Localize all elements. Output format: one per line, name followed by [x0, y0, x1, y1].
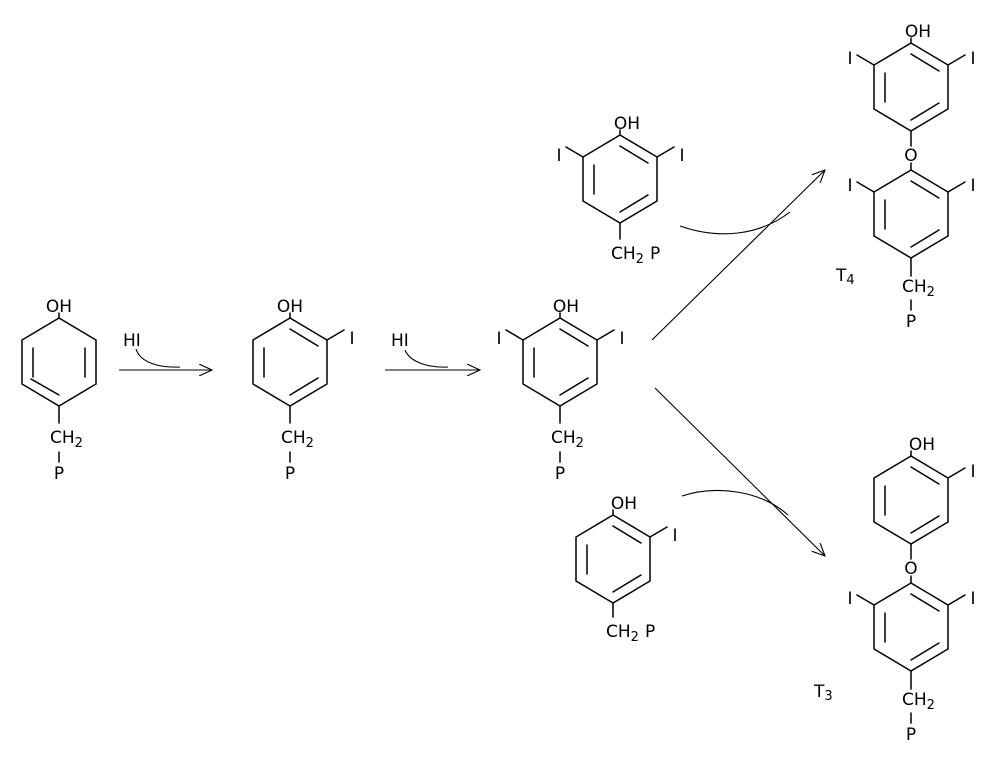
iodine-label: I [847, 589, 852, 609]
hydroxyl-label: OH [553, 297, 579, 317]
molecule-diiodotyrosine: OH I I CH2 P [496, 297, 624, 484]
ether-oxygen-label: O [904, 146, 917, 166]
methylene-label: CH2 [281, 428, 314, 451]
molecule-thyroxine-t4: OH I I O I I CH2 P T4 [835, 22, 976, 332]
iodine-label: I [970, 49, 975, 69]
methylene-label: CH2 [50, 428, 83, 451]
iodine-label: I [970, 462, 975, 482]
hydroxyl-label: OH [614, 114, 640, 134]
hydroxyl-label: OH [905, 22, 931, 42]
methylene-label: CH2 [551, 428, 584, 451]
protein-label: P [54, 464, 64, 484]
protein-label: P [555, 464, 565, 484]
methylene-label: CH2 [902, 277, 935, 300]
reagent-label: HI [391, 331, 409, 351]
hydroxyl-label: OH [611, 494, 637, 514]
hydroxyl-label: OH [277, 297, 303, 317]
hydroxyl-label: OH [46, 297, 72, 317]
hydroxyl-label: OH [909, 435, 935, 455]
protein-label: P [285, 464, 295, 484]
reagent-label: HI [123, 331, 141, 351]
product-label-t4: T4 [835, 266, 855, 288]
arrow-coupling-t3 [654, 387, 825, 556]
protein-label: P [906, 725, 916, 745]
iodine-label: I [556, 146, 561, 166]
iodine-label: I [970, 176, 975, 196]
iodine-label: I [496, 329, 501, 349]
molecule-tyrosine: OH CH2 P [21, 297, 97, 484]
product-label-t3: T3 [813, 682, 833, 704]
methylene-label: CH2 [902, 690, 935, 713]
iodine-label: I [970, 589, 975, 609]
iodine-label: I [619, 329, 624, 349]
arrow-iodination-2: HI [385, 331, 480, 370]
iodine-label: I [672, 526, 677, 546]
arrow-coupling-t4 [651, 170, 825, 341]
iodine-label: I [679, 146, 684, 166]
iodine-label: I [349, 329, 354, 349]
iodine-label: I [847, 176, 852, 196]
protein-label: P [906, 312, 916, 332]
ether-oxygen-label: O [904, 559, 917, 579]
iodine-label: I [847, 49, 852, 69]
molecule-triiodothyronine-t3: OH I O I I CH2 P T3 [813, 435, 976, 745]
molecule-monoiodotyrosine: OH I CH2 P [252, 297, 355, 484]
arrow-iodination-1: HI [119, 331, 212, 370]
